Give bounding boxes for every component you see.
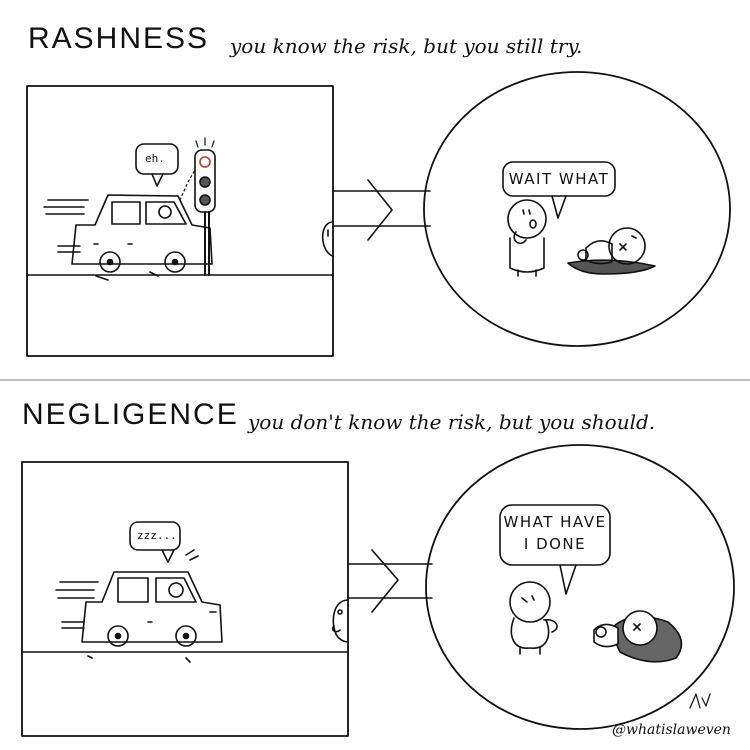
top-definition: you know the risk, but you still try. [230,34,583,58]
bottom-peeking-pedestrian [331,599,349,643]
bottom-victim-bubble-line1: WHAT HAVE [503,513,607,531]
bottom-victim-lying [593,610,683,663]
bottom-victim-bubble-text: WHAT HAVE I DONE [502,511,608,555]
top-victim-bubble-text: WAIT WHAT [508,170,610,188]
top-peeking-pedestrian [321,221,334,257]
bottom-scene-panel [21,444,735,737]
top-victim-bubble-shape [502,161,616,219]
top-arrow [332,179,431,241]
top-title: RASHNESS [28,22,210,55]
bottom-title: NEGLIGENCE [22,398,239,431]
top-consequence-circle [423,71,731,347]
bottom-victim-bubble-line2: I DONE [523,535,587,553]
bottom-remorseful-driver [509,581,558,655]
bottom-panel-frame [21,461,349,737]
bottom-consequence-circle [425,444,735,730]
top-car [71,194,213,281]
bottom-driver-bubble-shape [129,521,199,563]
traffic-light [194,137,216,276]
bottom-arrow [347,549,433,613]
top-panel-frame [26,85,334,357]
bottom-car [81,571,223,663]
credit-handle: @whatislaweven [612,722,731,738]
top-victim-lying [567,227,656,275]
top-shocked-driver [507,199,547,277]
bottom-definition: you don't know the risk, but you should. [248,410,656,434]
top-speed-lines [43,199,89,253]
bottom-driver-bubble-text: zzz... [137,529,177,542]
bottom-victim-bubble-shape [499,504,611,595]
artist-signature [689,693,711,709]
bottom-speed-lines [55,581,99,629]
top-driver-bubble-text: eh. [145,152,165,165]
top-glance-dotted-line [179,169,196,201]
top-driver-bubble-shape [135,143,179,187]
top-scene-panel [26,71,731,357]
